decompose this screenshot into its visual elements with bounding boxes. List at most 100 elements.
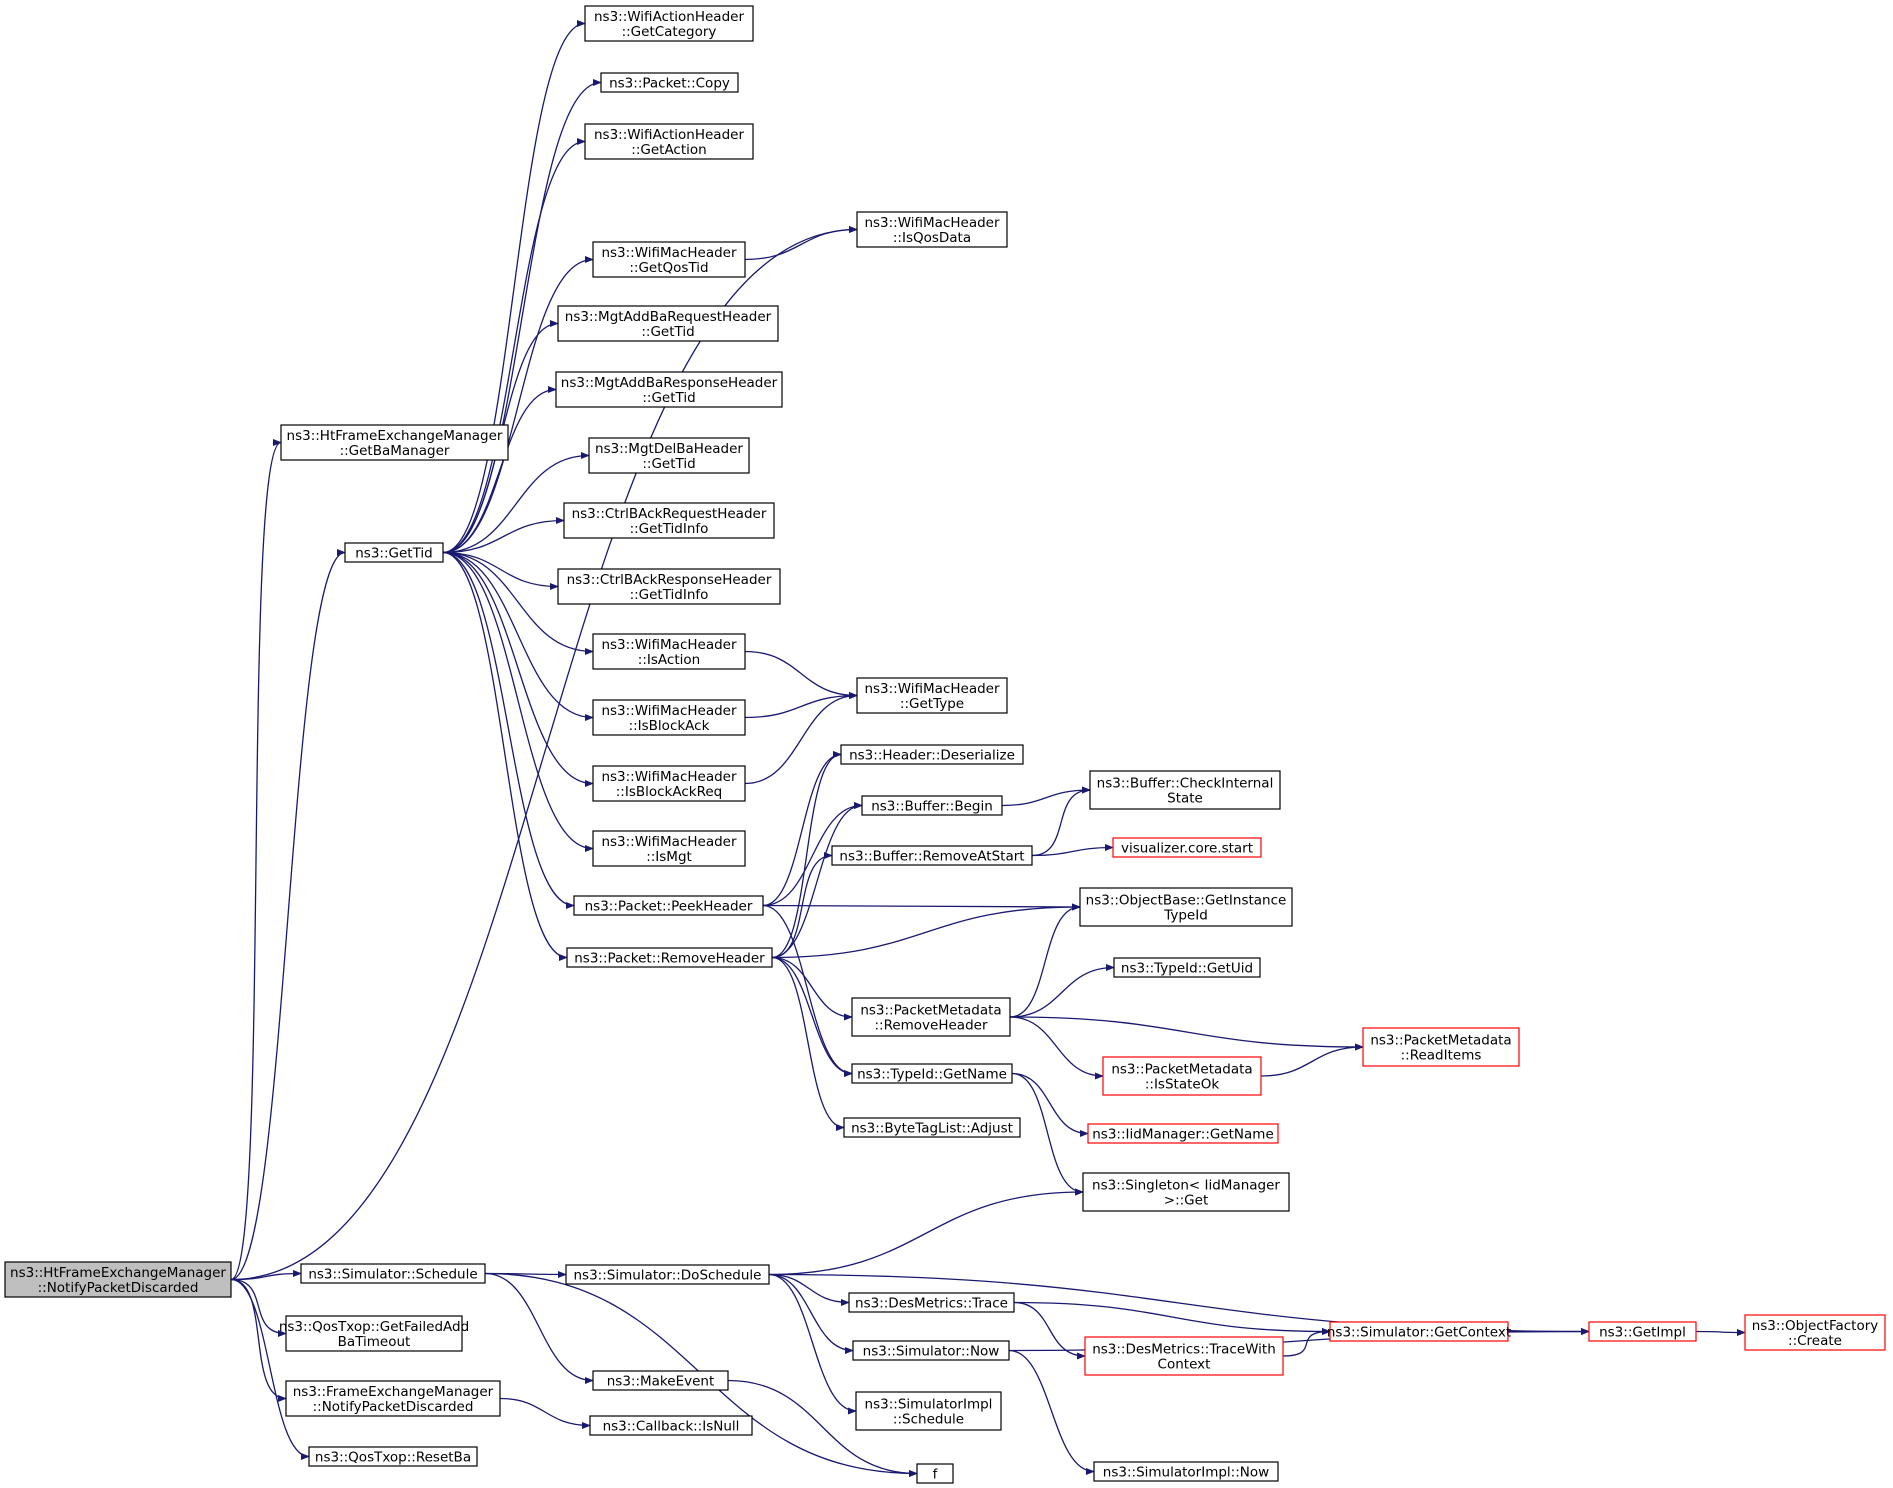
node-label: ::GetCategory bbox=[622, 24, 717, 40]
node-removeHeader[interactable]: ns3::Packet::RemoveHeader bbox=[566, 947, 773, 968]
node-label: ns3::GetTid bbox=[355, 546, 433, 562]
edge-pmRemove-to-isStateOk bbox=[1009, 1016, 1104, 1080]
node-deserialize[interactable]: ns3::Header::Deserialize bbox=[840, 744, 1024, 765]
node-getImpl[interactable]: ns3::GetImpl bbox=[1588, 1321, 1697, 1342]
node-box bbox=[592, 241, 746, 278]
node-addBaReq[interactable]: ns3::MgtAddBaRequestHeader::GetTid bbox=[557, 305, 779, 342]
node-root[interactable]: ns3::HtFrameExchangeManager::NotifyPacke… bbox=[4, 1261, 232, 1298]
node-box bbox=[557, 568, 781, 605]
edge-getTid-to-isMgt bbox=[442, 551, 594, 853]
node-label: ns3::HtFrameExchangeManager bbox=[10, 1265, 226, 1281]
node-peekHeader[interactable]: ns3::Packet::PeekHeader bbox=[573, 895, 764, 916]
edge-removeHeader-to-typeIdGetName bbox=[771, 956, 853, 1078]
node-getCategory[interactable]: ns3::WifiActionHeader::GetCategory bbox=[584, 5, 754, 42]
node-adjust[interactable]: ns3::ByteTagList::Adjust bbox=[843, 1117, 1021, 1138]
edge-makeEvent-to-f bbox=[727, 1379, 918, 1478]
node-box bbox=[851, 997, 1011, 1037]
node-label: ns3::CtrlBAckResponseHeader bbox=[567, 572, 772, 588]
node-label: ns3::QosTxop::ResetBa bbox=[315, 1450, 471, 1466]
node-f[interactable]: f bbox=[916, 1463, 954, 1484]
node-cbIsNull[interactable]: ns3::Callback::IsNull bbox=[589, 1415, 753, 1436]
node-box bbox=[1102, 1056, 1262, 1096]
edge-getImpl-to-ofCreate bbox=[1695, 1328, 1746, 1337]
node-box bbox=[300, 1263, 486, 1284]
node-ctrlReq[interactable]: ns3::CtrlBAckRequestHeader::GetTidInfo bbox=[563, 502, 775, 539]
node-isAction[interactable]: ns3::WifiMacHeader::IsAction bbox=[592, 633, 746, 670]
node-label: ::GetType bbox=[900, 696, 964, 712]
node-simNow[interactable]: ns3::Simulator::Now bbox=[852, 1340, 1010, 1361]
node-isMgt[interactable]: ns3::WifiMacHeader::IsMgt bbox=[592, 830, 746, 867]
node-getContext[interactable]: ns3::Simulator::GetContext bbox=[1327, 1321, 1511, 1342]
node-label: ::RemoveHeader bbox=[874, 1018, 987, 1034]
node-bufRemove[interactable]: ns3::Buffer::RemoveAtStart bbox=[831, 845, 1033, 866]
node-getTid[interactable]: ns3::GetTid bbox=[344, 542, 444, 563]
node-ctrlResp[interactable]: ns3::CtrlBAckResponseHeader::GetTidInfo bbox=[557, 568, 781, 605]
node-desTrace[interactable]: ns3::DesMetrics::Trace bbox=[848, 1292, 1015, 1313]
node-label: ns3::Packet::RemoveHeader bbox=[574, 951, 765, 967]
node-resetBa[interactable]: ns3::QosTxop::ResetBa bbox=[308, 1446, 478, 1467]
node-vizStart[interactable]: visualizer.core.start bbox=[1112, 837, 1262, 858]
edge-isAction-to-getType bbox=[744, 650, 858, 700]
node-typeIdGetName[interactable]: ns3::TypeId::GetName bbox=[851, 1063, 1013, 1084]
edge-removeHeader-to-adjust bbox=[771, 956, 845, 1132]
node-delBa[interactable]: ns3::MgtDelBaHeader::GetTid bbox=[588, 437, 750, 474]
edge-isBlockAck-to-getType bbox=[744, 691, 858, 719]
node-label: visualizer.core.start bbox=[1121, 841, 1253, 857]
node-box bbox=[555, 371, 783, 408]
node-getBaManager[interactable]: ns3::HtFrameExchangeManager::GetBaManage… bbox=[280, 424, 509, 461]
node-readItems[interactable]: ns3::PacketMetadata::ReadItems bbox=[1362, 1027, 1520, 1067]
node-box bbox=[1079, 887, 1293, 927]
node-box bbox=[1744, 1314, 1886, 1351]
node-label: ns3::Buffer::RemoveAtStart bbox=[839, 849, 1024, 865]
node-isStateOk[interactable]: ns3::PacketMetadata::IsStateOk bbox=[1102, 1056, 1262, 1096]
node-label: ::IsBlockAck bbox=[629, 718, 710, 734]
node-bufBegin[interactable]: ns3::Buffer::Begin bbox=[861, 795, 1003, 816]
node-isBlockAckReq[interactable]: ns3::WifiMacHeader::IsBlockAckReq bbox=[592, 765, 746, 802]
node-box bbox=[855, 1391, 1002, 1431]
node-packetCopy[interactable]: ns3::Packet::Copy bbox=[600, 72, 739, 93]
node-box bbox=[1082, 1172, 1290, 1212]
edge-simSchedule-to-makeEvent bbox=[484, 1272, 594, 1385]
edge-pmRemove-to-getInstTypeId bbox=[1009, 903, 1081, 1018]
node-box bbox=[588, 437, 750, 474]
node-implSchedule[interactable]: ns3::SimulatorImpl::Schedule bbox=[855, 1391, 1002, 1431]
node-getAction[interactable]: ns3::WifiActionHeader::GetAction bbox=[584, 123, 754, 160]
node-makeEvent[interactable]: ns3::MakeEvent bbox=[592, 1370, 729, 1391]
node-getType[interactable]: ns3::WifiMacHeader::GetType bbox=[856, 677, 1008, 714]
node-label: ns3::ByteTagList::Adjust bbox=[851, 1121, 1013, 1137]
node-box bbox=[1588, 1321, 1697, 1342]
node-getQosTid[interactable]: ns3::WifiMacHeader::GetQosTid bbox=[592, 241, 746, 278]
node-getUid[interactable]: ns3::TypeId::GetUid bbox=[1113, 957, 1261, 978]
node-singleton[interactable]: ns3::Singleton< IidManager>::Get bbox=[1082, 1172, 1290, 1212]
edge-removeHeader-to-getInstTypeId bbox=[771, 903, 1081, 959]
node-isQosData[interactable]: ns3::WifiMacHeader::IsQosData bbox=[856, 211, 1008, 248]
node-box bbox=[308, 1446, 478, 1467]
node-isBlockAck[interactable]: ns3::WifiMacHeader::IsBlockAck bbox=[592, 699, 746, 736]
node-box bbox=[848, 1292, 1015, 1313]
node-label: BaTimeout bbox=[338, 1334, 411, 1350]
node-iidGetName[interactable]: ns3::IidManager::GetName bbox=[1087, 1123, 1279, 1144]
node-label: State bbox=[1167, 791, 1203, 807]
node-label: ns3::WifiMacHeader bbox=[864, 681, 1000, 697]
edge-getTid-to-ctrlReq bbox=[442, 516, 565, 554]
edge-typeIdGetName-to-singleton bbox=[1011, 1072, 1084, 1196]
node-ofCreate[interactable]: ns3::ObjectFactory::Create bbox=[1744, 1314, 1886, 1351]
edge-femNotify-to-cbIsNull bbox=[499, 1397, 591, 1430]
node-box bbox=[1113, 957, 1261, 978]
node-simSchedule[interactable]: ns3::Simulator::Schedule bbox=[300, 1263, 486, 1284]
node-femNotify[interactable]: ns3::FrameExchangeManager::NotifyPacketD… bbox=[285, 1380, 501, 1417]
node-label: ns3::PacketMetadata bbox=[1370, 1033, 1511, 1049]
node-pmRemove[interactable]: ns3::PacketMetadata::RemoveHeader bbox=[851, 997, 1011, 1037]
node-label: ns3::Header::Deserialize bbox=[849, 748, 1015, 764]
node-doSchedule[interactable]: ns3::Simulator::DoSchedule bbox=[565, 1264, 770, 1285]
node-box bbox=[565, 1264, 770, 1285]
node-addBaResp[interactable]: ns3::MgtAddBaResponseHeader::GetTid bbox=[555, 371, 783, 408]
node-box bbox=[852, 1340, 1010, 1361]
node-box bbox=[592, 765, 746, 802]
node-implNow[interactable]: ns3::SimulatorImpl::Now bbox=[1093, 1461, 1279, 1482]
node-label: ::GetQosTid bbox=[629, 260, 708, 276]
